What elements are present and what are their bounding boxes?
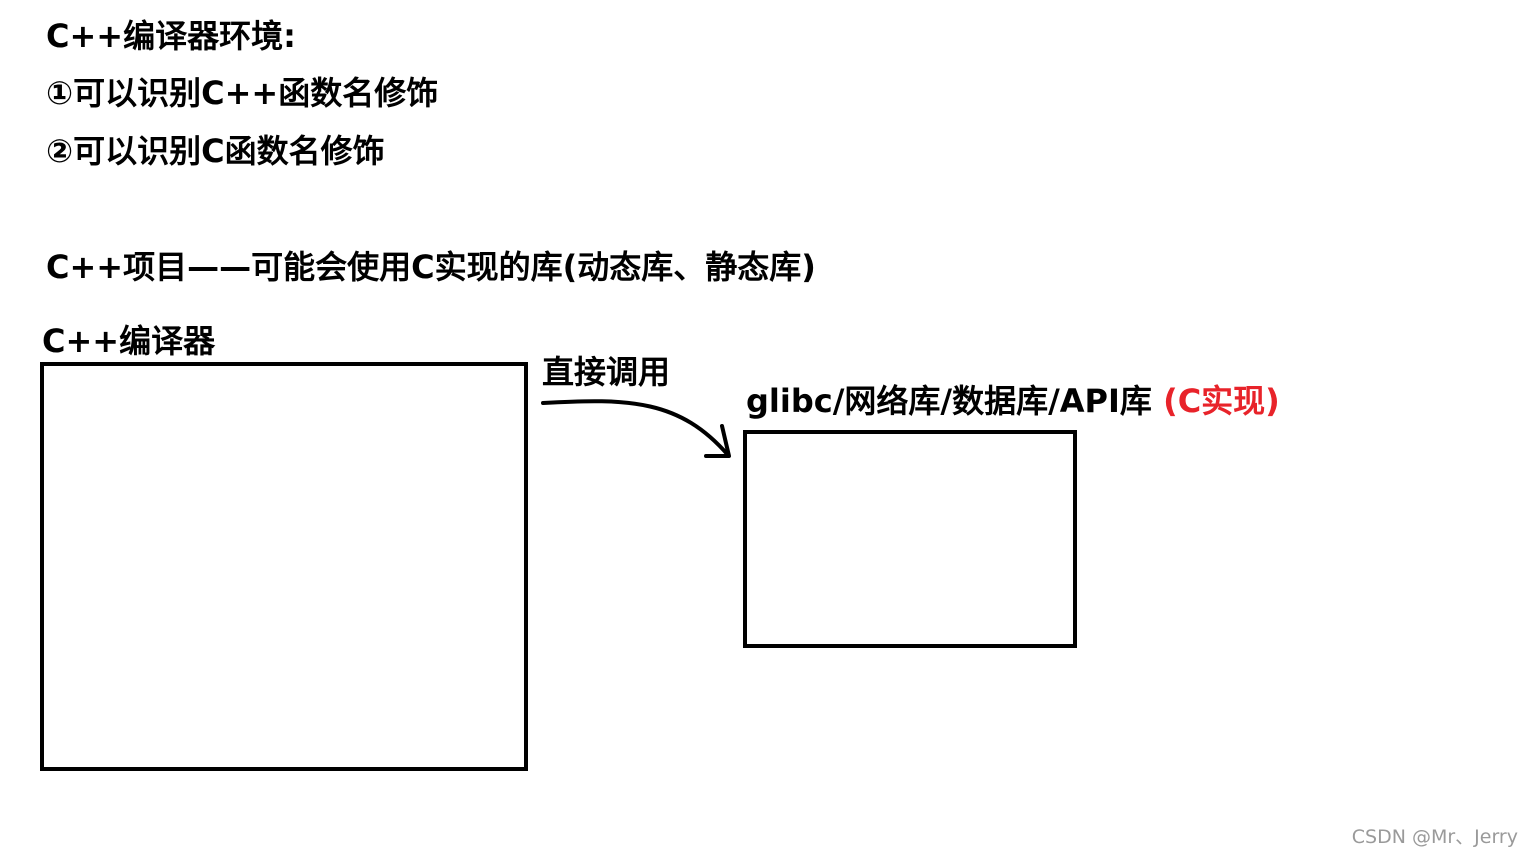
compiler-label: C++编译器 (42, 322, 216, 360)
call-arrow-curve (541, 399, 730, 457)
project-line: C++项目——可能会使用C实现的库(动态库、静态库) (46, 248, 816, 286)
call-arrow-head (704, 424, 731, 458)
library-heading: glibc/网络库/数据库/API库 (C实现) (746, 385, 1280, 417)
compiler-box (40, 362, 528, 771)
feature-item-2: ②可以识别C函数名修饰 (46, 132, 385, 170)
library-impl-note: (C实现) (1163, 382, 1280, 420)
library-label: glibc/网络库/数据库/API库 (746, 382, 1152, 420)
env-title: C++编译器环境: (46, 17, 296, 55)
watermark: CSDN @Mr、Jerry (1351, 826, 1518, 848)
library-box (743, 430, 1077, 648)
call-label: 直接调用 (542, 353, 671, 391)
feature-item-1: ①可以识别C++函数名修饰 (46, 74, 439, 112)
